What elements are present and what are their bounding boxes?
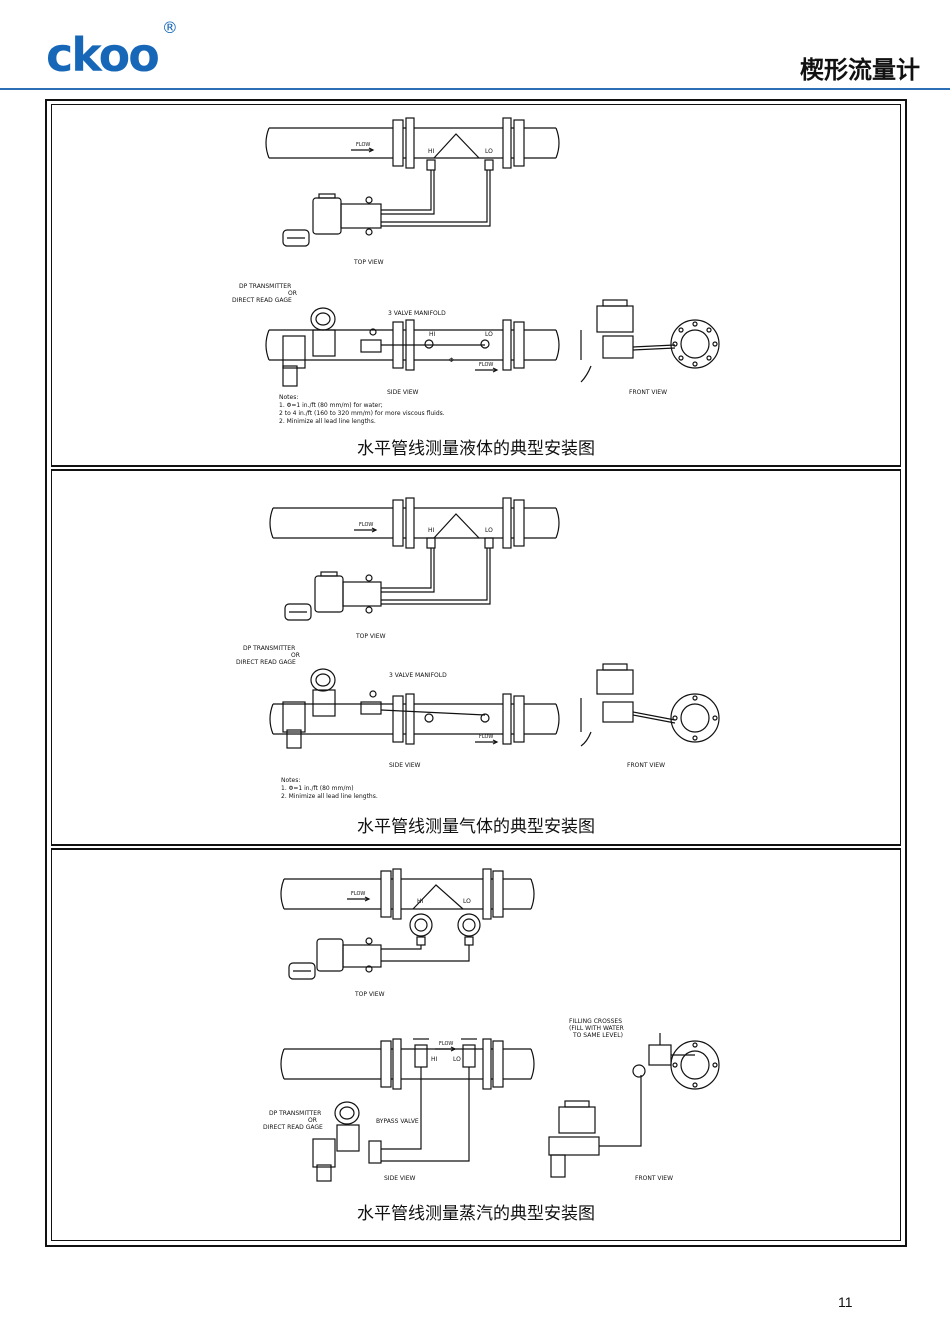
top-view-pipe — [265, 117, 560, 169]
note-line: 2. Minimize all lead line lengths. — [281, 793, 378, 800]
figure-caption-steam: 水平管线测量蒸汽的典型安装图 — [357, 1204, 595, 1224]
top-view-impulse-lines — [381, 537, 494, 605]
gas-diagram: FLOW HI LO TOP VIEW DP TRANSMITTER OR DI… — [236, 497, 720, 800]
figure-caption-liquid: 水平管线测量液体的典型安装图 — [357, 439, 595, 459]
bypass-valve-label: BYPASS VALVE — [376, 1118, 419, 1125]
side-view-label: SIDE VIEW — [387, 389, 419, 396]
condensate-pots — [381, 913, 481, 962]
hi-tap-label: HI — [429, 331, 436, 338]
steam-diagram: FLOW HI LO TOP VIEW FILLING CROSSES (FIL… — [263, 868, 720, 1182]
note-line: Notes: — [279, 394, 298, 401]
header-rule — [0, 88, 950, 90]
side-view-transmitter — [312, 1101, 382, 1182]
registered-mark: ® — [161, 17, 178, 37]
hi-tap-label: HI — [428, 148, 435, 155]
or-label: OR — [308, 1117, 317, 1124]
top-view-label: TOP VIEW — [355, 633, 386, 640]
top-view-transmitter — [288, 937, 382, 980]
hi-tap-label: HI — [431, 1056, 438, 1063]
front-view-assembly — [548, 1033, 720, 1178]
front-view-label: FRONT VIEW — [629, 389, 667, 396]
lo-tap-label: LO — [485, 527, 493, 534]
panel-divider — [51, 466, 901, 470]
top-view-pipe — [269, 497, 560, 549]
note-line: 2. Minimize all lead line lengths. — [279, 418, 376, 425]
direct-read-gage-label: DIRECT READ GAGE — [232, 297, 292, 304]
top-view-transmitter — [282, 193, 382, 247]
top-view-transmitter — [284, 571, 382, 621]
side-view-pipe — [280, 1038, 535, 1162]
side-view-label: SIDE VIEW — [389, 762, 421, 769]
diagram-frame — [45, 99, 907, 1247]
valve-manifold-label: 3 VALVE MANIFOLD — [389, 672, 447, 679]
flow-label: FLOW — [479, 362, 493, 368]
lo-tap-label: LO — [485, 148, 493, 155]
or-label: OR — [288, 290, 297, 297]
front-view-label: FRONT VIEW — [627, 762, 665, 769]
hi-tap-label: HI — [428, 527, 435, 534]
side-view-pipe — [269, 693, 560, 745]
filling-crosses-label: FILLING CROSSES — [569, 1018, 622, 1025]
panel-divider — [51, 845, 901, 849]
front-view-assembly — [580, 663, 720, 747]
top-view-label: TOP VIEW — [353, 259, 384, 266]
note-line: 1. Φ=1 in./ft (80 mm/m) for water; — [279, 402, 383, 409]
figure-panel-steam — [51, 849, 901, 1241]
phi-slope-label: Φ — [449, 357, 454, 364]
dp-transmitter-label: DP TRANSMITTER — [239, 283, 291, 290]
side-view-label: SIDE VIEW — [384, 1175, 416, 1182]
flow-label: FLOW — [439, 1041, 453, 1047]
note-line: Notes: — [281, 777, 300, 784]
note-line: 2 to 4 in./ft (160 to 320 mm/m) for more… — [279, 410, 445, 417]
top-view-impulse-lines — [381, 159, 494, 227]
top-view-label: TOP VIEW — [354, 991, 385, 998]
brand-name: ckoo — [46, 28, 160, 82]
figure-panel-liquid — [51, 104, 901, 466]
direct-read-gage-label: DIRECT READ GAGE — [263, 1124, 323, 1131]
lo-tap-label: LO — [463, 898, 471, 905]
figure-panel-gas — [51, 470, 901, 845]
lo-tap-label: LO — [485, 331, 493, 338]
note-line: 1. Φ=1 in./ft (80 mm/m) — [281, 785, 354, 792]
lo-tap-label: LO — [453, 1056, 461, 1063]
front-view-label: FRONT VIEW — [635, 1175, 673, 1182]
figure-caption-gas: 水平管线测量气体的典型安装图 — [357, 817, 595, 837]
document-title: 楔形流量计 — [800, 56, 920, 84]
top-view-pipe — [280, 868, 535, 920]
page-number: 11 — [838, 1294, 853, 1310]
dp-transmitter-label: DP TRANSMITTER — [269, 1110, 321, 1117]
dp-transmitter-label: DP TRANSMITTER — [243, 645, 295, 652]
flow-label: FLOW — [359, 522, 373, 528]
brand-logo: ckoo® — [46, 19, 178, 78]
filling-crosses-label: TO SAME LEVEL) — [572, 1032, 623, 1039]
side-view-pipe — [265, 319, 560, 371]
valve-manifold-label: 3 VALVE MANIFOLD — [388, 310, 446, 317]
flow-label: FLOW — [356, 142, 370, 148]
or-label: OR — [291, 652, 300, 659]
side-view-transmitter — [282, 668, 382, 749]
flow-label: FLOW — [351, 891, 365, 897]
direct-read-gage-label: DIRECT READ GAGE — [236, 659, 296, 666]
filling-crosses-label: (FILL WITH WATER — [569, 1025, 624, 1032]
hi-tap-label: HI — [417, 898, 424, 905]
front-view-assembly — [580, 299, 720, 383]
liquid-diagram: FLOW HI LO TOP VIEW DP TRANSMITTER OR DI… — [232, 117, 720, 425]
flow-label: FLOW — [479, 734, 493, 740]
side-view-transmitter — [282, 307, 382, 387]
